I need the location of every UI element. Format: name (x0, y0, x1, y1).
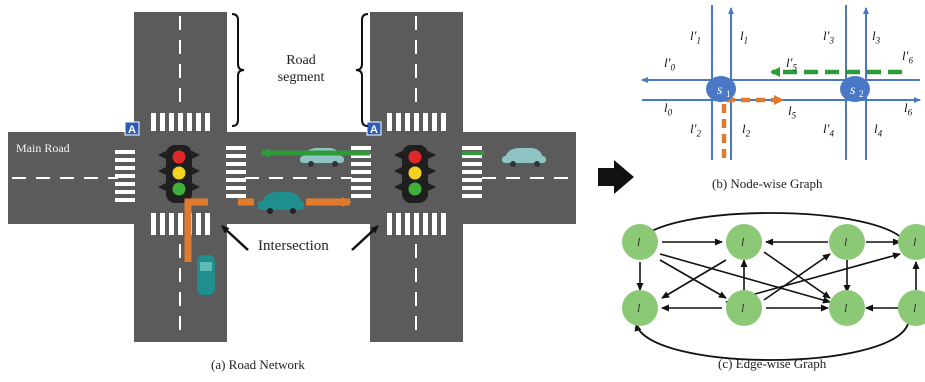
edge-label-l4-prime: l4 (823, 121, 834, 139)
edge-graph-node-label: l (844, 235, 848, 249)
road-segment-label-line1: Road (286, 53, 316, 68)
node-s1-letter: s (717, 83, 723, 98)
edge-label-l1-prime: l1 (690, 28, 701, 46)
edge-label-l3-prime: l3 (823, 28, 834, 46)
edge-graph-node: l (726, 224, 762, 260)
edge-graph-node-circle (898, 290, 925, 326)
road-segment-label: Road segment (256, 52, 346, 86)
edge-graph-node: l (622, 290, 658, 326)
edge-label-l5-prime: l5 (786, 55, 797, 73)
traffic-light-right (394, 145, 436, 203)
edge-label-l1: l1 (740, 28, 749, 46)
car-top-right (502, 148, 546, 167)
edge-label-l4: l4 (874, 121, 883, 139)
node-s2-letter: s (850, 83, 856, 98)
edge-graph-node-label: l (637, 301, 641, 315)
main-road-label: Main Road (16, 141, 70, 155)
camera-marker-right: A (366, 121, 382, 136)
road-network: A A (8, 12, 576, 342)
intersection-label: Intersection (258, 238, 329, 254)
traffic-light-left (158, 145, 200, 203)
edge-graph-node: l (829, 290, 865, 326)
node-s2: s 2 (840, 76, 870, 102)
edge-graph-node-circle (726, 224, 762, 260)
car-vertical (197, 255, 215, 295)
road-segment-brace (231, 13, 369, 127)
road-segment-label-line2: segment (277, 70, 325, 85)
orange-path-graph (721, 95, 784, 158)
lane-markings (12, 16, 574, 340)
camera-marker-left: A (124, 121, 140, 136)
edge-label-l2-prime: l2 (690, 121, 701, 139)
edge-label-l6-prime: l6 (902, 48, 913, 66)
svg-text:A: A (128, 124, 136, 136)
edge-graph-node-label: l (741, 235, 745, 249)
edge-graph-node-circle (726, 290, 762, 326)
caption-road-network: (a) Road Network (211, 357, 305, 372)
intersection-pointer-right (351, 225, 379, 251)
edge-graph-node-label: l (637, 235, 641, 249)
edge-graph-node-circle (898, 224, 925, 260)
edge-graph-node-label: l (913, 235, 917, 249)
edge-graph-node-label: l (844, 301, 848, 315)
edge-graph-node: l (726, 290, 762, 326)
edge-graph-node-circle (829, 224, 865, 260)
transform-arrow (598, 160, 634, 194)
crosswalk-stripes (115, 113, 482, 235)
edge-graph-node-label: l (913, 301, 917, 315)
edge-label-l6: l6 (904, 100, 913, 118)
edge-graph-node-circle (622, 224, 658, 260)
intersection-pointer-left (221, 225, 249, 251)
node-s1: s 1 (706, 76, 736, 102)
caption-edge-wise-graph: (c) Edge-wise Graph (718, 356, 827, 371)
svg-text:A: A (370, 124, 378, 136)
edge-wise-graph (634, 212, 920, 361)
caption-node-wise-graph: (b) Node-wise Graph (712, 176, 823, 191)
edge-label-l0-prime: l0 (664, 55, 675, 73)
edge-label-l5: l5 (788, 103, 797, 121)
edge-graph-node: l (829, 224, 865, 260)
edge-graph-node: l (898, 224, 925, 260)
edge-label-l0: l0 (664, 100, 673, 118)
node-s1-index: 1 (726, 89, 731, 99)
edge-graph-node-label: l (741, 301, 745, 315)
edge-graph-node-circle (829, 290, 865, 326)
edge-graph-node-circle (622, 290, 658, 326)
edge-label-l3: l3 (872, 28, 881, 46)
car-bottom-middle (258, 192, 304, 214)
edge-graph-node: l (622, 224, 658, 260)
node-s2-index: 2 (859, 89, 864, 99)
orange-turn-arrow (184, 197, 352, 262)
edge-graph-node: l (898, 290, 925, 326)
edge-label-l2: l2 (742, 121, 751, 139)
